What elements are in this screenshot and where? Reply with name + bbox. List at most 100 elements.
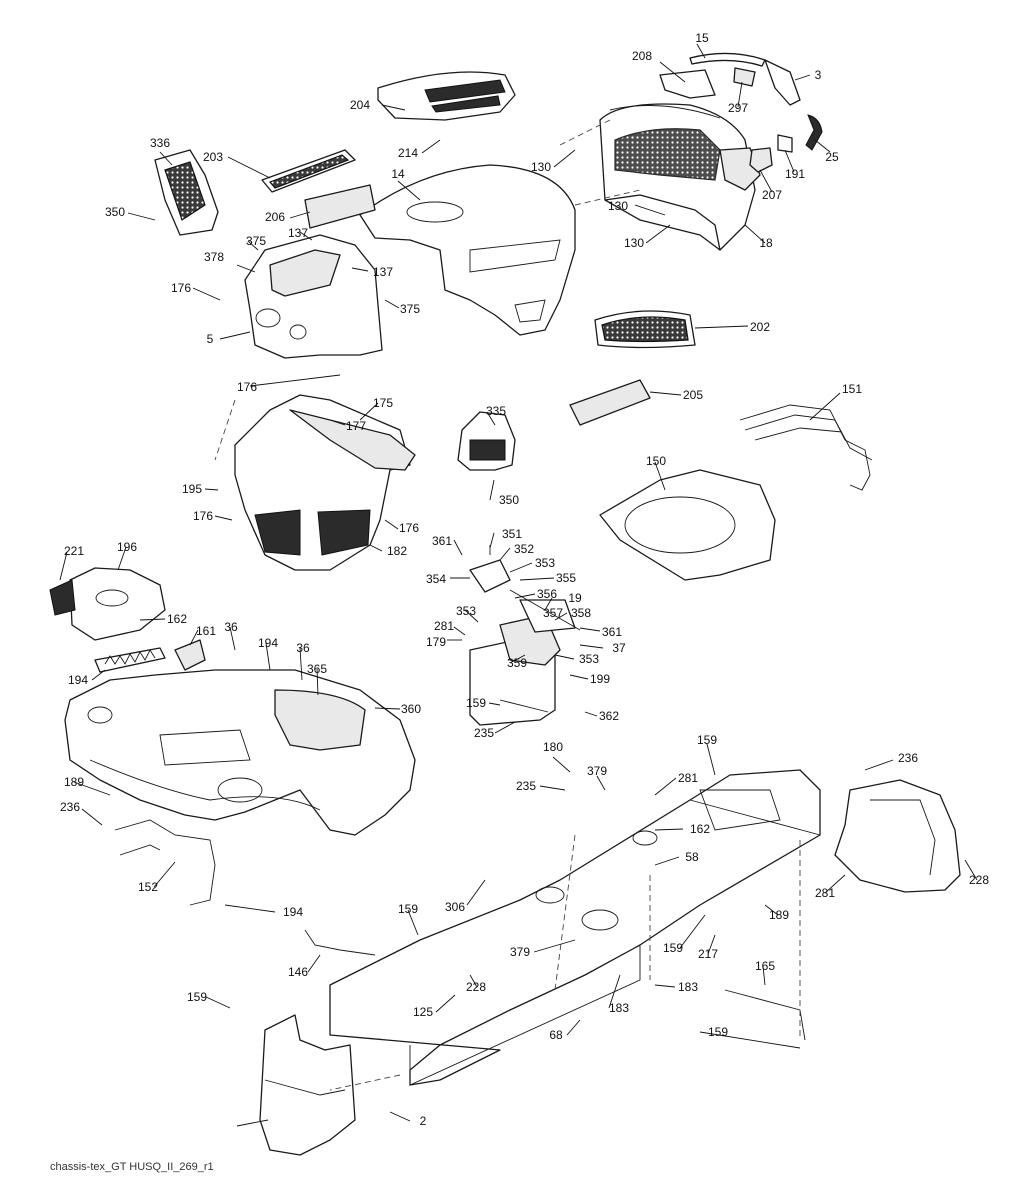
grille-202 [594,310,696,349]
hood-14 [359,164,576,336]
callout-label: 365 [307,662,327,676]
callout-label: 130 [608,199,628,213]
callout-label: 214 [398,146,418,160]
callout-label: 379 [587,764,607,778]
callout-label: 58 [685,850,699,864]
callout-label: 297 [728,101,748,115]
trim-strip-15 [689,52,766,67]
callout-label: 350 [105,205,125,219]
callout-label: 176 [237,380,257,394]
callout-label: 159 [466,696,486,710]
light-191 [777,134,793,153]
callout-label: 176 [171,281,191,295]
callout-label: 228 [969,873,989,887]
callout-label: 130 [531,160,551,174]
callout-label: 175 [373,396,393,410]
callout-label: 351 [502,527,522,541]
callout-label: 362 [599,709,619,723]
callout-label: 191 [785,167,805,181]
panel-206 [304,184,376,229]
callout-label: 281 [815,886,835,900]
callout-label: 196 [117,540,137,554]
callout-label: 235 [474,726,494,740]
floor-plate-150 [599,469,776,581]
callout-label: 335 [486,404,506,418]
callout-label: 176 [399,521,419,535]
callout-label: 177 [346,419,366,433]
callout-label: 159 [697,733,717,747]
callout-label: 162 [167,612,187,626]
bracket-207 [749,147,773,173]
front-bumper-assembly [599,103,761,251]
callout-label: 356 [537,587,557,601]
callout-label: 355 [556,571,576,585]
steering-housing-182 [234,394,416,571]
callout-label: 207 [762,188,782,202]
callout-label: 205 [683,388,703,402]
callout-label: 353 [456,604,476,618]
callout-label: 159 [663,941,683,955]
callout-label: 152 [138,880,158,894]
strip-161 [174,639,206,671]
bracket-3 [764,59,801,106]
panel-221 [49,579,76,616]
callout-label: 130 [624,236,644,250]
link-165 [304,929,376,956]
callout-label: 179 [426,635,446,649]
brace-335 [457,411,516,471]
callout-label: 159 [398,902,418,916]
main-frame-180 [329,769,821,1086]
callout-label: 161 [196,624,216,638]
callout-label: 281 [434,619,454,633]
callout-label: 235 [516,779,536,793]
callout-label: 150 [646,454,666,468]
callout-labels: 15 208 3 204 297 336 214 130 25 203 14 1… [60,31,989,1128]
callout-label: 36 [224,620,238,634]
callout-label: 37 [612,641,626,655]
trim-25 [805,114,823,151]
callout-label: 3 [815,68,822,82]
callout-label: 18 [759,236,773,250]
callout-label: 353 [579,652,599,666]
callout-label: 199 [590,672,610,686]
callout-label: 306 [445,900,465,914]
callout-label: 137 [288,226,308,240]
lamp-297 [733,67,756,87]
callout-label: 208 [632,49,652,63]
assembly-guides [214,119,801,1091]
callout-label: 357 [543,606,563,620]
callout-label: 378 [204,250,224,264]
callout-label: 336 [150,136,170,150]
pivot-bracket-354 [469,545,511,593]
callout-label: 180 [543,740,563,754]
callout-label: 25 [825,150,839,164]
bracket-58 [114,819,216,906]
leader-lines [59,43,978,1127]
callout-label: 19 [568,591,582,605]
callout-label: 375 [246,234,266,248]
callout-label: 352 [514,542,534,556]
channel-205 [569,379,651,426]
callout-label: 176 [193,509,213,523]
callout-label: 221 [64,544,84,558]
callout-label: 361 [432,534,452,548]
callout-label: 2 [420,1114,427,1128]
callout-label: 358 [571,606,591,620]
callout-label: 36 [296,641,310,655]
callout-label: 228 [466,980,486,994]
callout-label: 354 [426,572,446,586]
callout-label: 204 [350,98,370,112]
headlight-lens [659,69,716,99]
callout-label: 165 [755,959,775,973]
callout-label: 125 [413,1005,433,1019]
callout-label: 379 [510,945,530,959]
callout-label: 375 [400,302,420,316]
bracket-2 [259,1014,356,1156]
callout-label: 146 [288,965,308,979]
callout-label: 159 [187,990,207,1004]
fender-37 [64,669,416,836]
callout-label: 350 [499,493,519,507]
callout-label: 281 [678,771,698,785]
